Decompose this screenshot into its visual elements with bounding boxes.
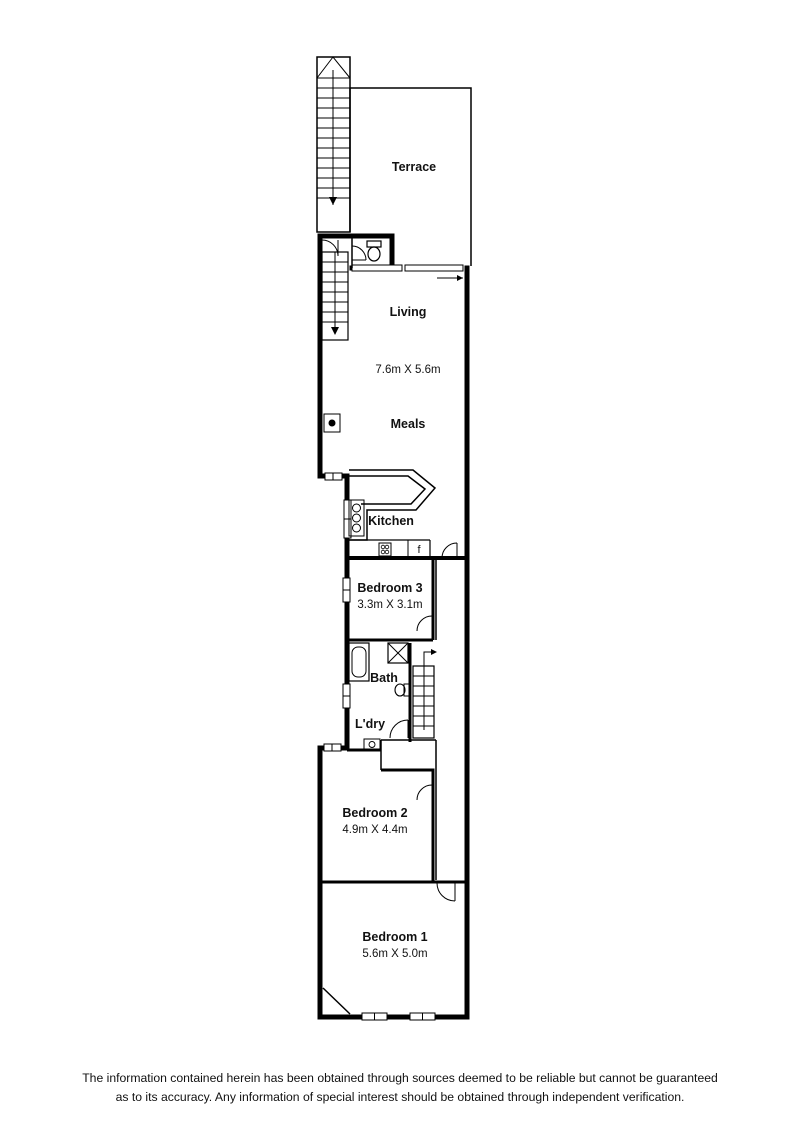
terrace-area <box>349 87 472 266</box>
bedroom1-walls <box>322 882 456 1021</box>
exterior-walls <box>317 233 470 1020</box>
cooktop-icon <box>348 499 365 537</box>
bedroom3-dimensions: 3.3m X 3.1m <box>357 599 422 611</box>
bedroom1-dimensions: 5.6m X 5.0m <box>362 948 427 960</box>
heater-icon <box>323 413 341 433</box>
interior-stair-living <box>321 239 349 341</box>
powder-room <box>351 236 382 268</box>
bath-label: Bath <box>370 671 398 685</box>
disclaimer-line-2: as to its accuracy. Any information of s… <box>115 1090 685 1104</box>
bedroom1-label: Bedroom 1 <box>362 930 427 944</box>
disclaimer-line-1: The information contained herein has bee… <box>82 1071 718 1085</box>
bedroom3-walls <box>342 560 435 642</box>
bedroom2-walls <box>320 743 467 884</box>
terrace-label: Terrace <box>392 160 436 174</box>
bath-laundry <box>342 642 436 770</box>
fridge-symbol: f <box>417 544 421 556</box>
bedroom2-label: Bedroom 2 <box>342 806 407 820</box>
interior-stair-corridor <box>412 649 437 739</box>
living-label: Living <box>390 305 427 319</box>
kitchen-bench <box>349 469 437 541</box>
meals-label: Meals <box>391 417 426 431</box>
kitchen-lower <box>347 539 467 560</box>
sliding-door-terrace <box>351 264 464 281</box>
bedroom3-label: Bedroom 3 <box>357 581 422 595</box>
laundry-label: L'dry <box>355 717 385 731</box>
kitchen-label: Kitchen <box>368 514 414 528</box>
bedroom2-dimensions: 4.9m X 4.4m <box>342 824 407 836</box>
exterior-stair <box>316 56 351 233</box>
window-kitchen-left <box>324 472 352 539</box>
living-dimensions: 7.6m X 5.6m <box>375 364 440 376</box>
